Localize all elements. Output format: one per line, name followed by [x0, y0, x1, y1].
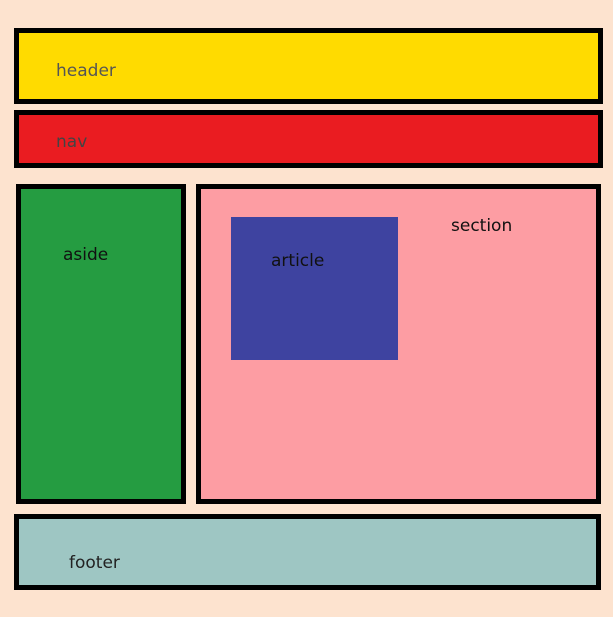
footer-label: footer [69, 553, 120, 573]
section-block: section article [196, 184, 601, 504]
nav-block: nav [14, 110, 603, 168]
aside-label: aside [63, 245, 109, 265]
footer-block: footer [14, 514, 601, 590]
header-block: header [14, 28, 603, 104]
article-block: article [231, 217, 398, 360]
article-label: article [271, 251, 325, 271]
section-label: section [451, 216, 513, 236]
header-label: header [56, 61, 116, 81]
nav-label: nav [56, 132, 88, 152]
aside-block: aside [16, 184, 186, 504]
